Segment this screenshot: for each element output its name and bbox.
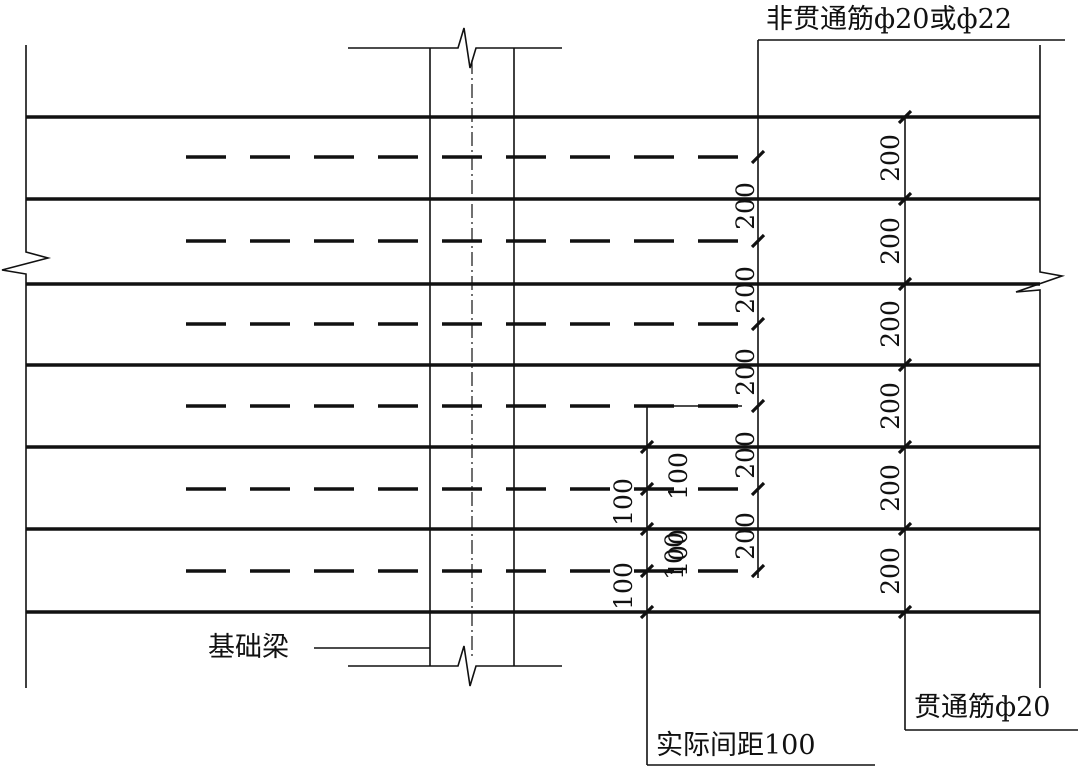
left-boundary-line (1, 45, 52, 688)
dimension-text: 100 (664, 452, 693, 500)
foundation-beam-label: 基础梁 (208, 632, 289, 663)
non-through-bars (186, 155, 742, 573)
through-bars (26, 115, 1040, 614)
dimension-text: 100 (609, 562, 638, 610)
foundation-beam (348, 27, 562, 687)
dimension-text: 200 (876, 382, 905, 430)
actual-spacing-dimension (639, 405, 742, 765)
through-bar-dimension (897, 109, 913, 730)
non-through-bar-label: 非贯通筋ф20或ф22 (766, 4, 1012, 35)
dimension-text: 100 (609, 478, 638, 526)
dimension-text: 100 (660, 532, 689, 580)
dimension-text: 200 (731, 182, 760, 230)
dimension-text: 200 (876, 217, 905, 265)
dimension-text: 200 (876, 300, 905, 348)
dimension-text: 200 (876, 134, 905, 182)
actual-spacing-dimension-labels: 100 100 100 100 100 (609, 452, 693, 610)
dimension-text: 200 (731, 266, 760, 314)
dimension-text: 200 (876, 547, 905, 595)
dimension-text: 200 (876, 464, 905, 512)
actual-spacing-label: 实际间距100 (656, 730, 816, 761)
dimension-text: 200 (731, 348, 760, 396)
dimension-text: 200 (731, 431, 760, 479)
through-bar-label: 贯通筋ф20 (914, 692, 1051, 723)
dimension-text: 100 (664, 529, 693, 577)
non-through-bar-spacing-labels: 200 200 200 200 200 (731, 182, 760, 560)
dimension-text: 200 (731, 512, 760, 560)
non-through-bar-dimension (750, 40, 766, 579)
through-bar-spacing-labels: 200 200 200 200 200 200 (876, 134, 905, 595)
